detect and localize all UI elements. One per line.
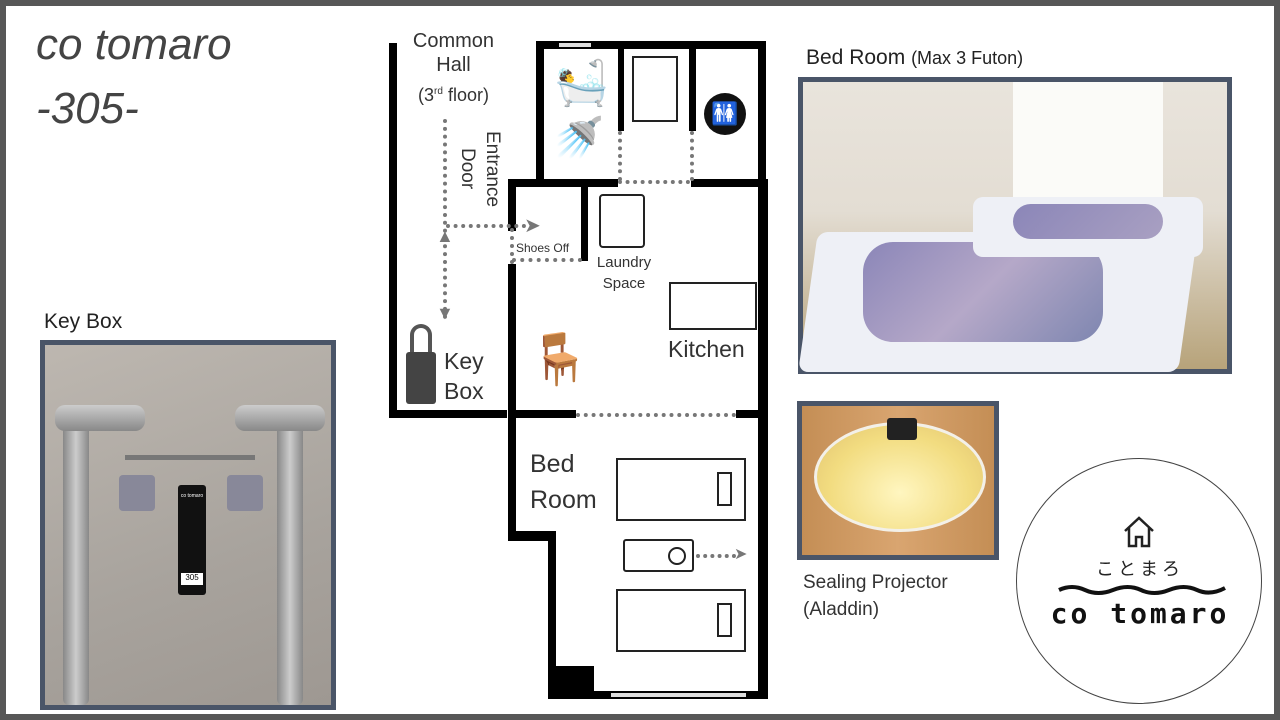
keybox-device: co tomaro 305: [178, 485, 206, 595]
cotomaro-logo: ことまろ co tomaro: [1016, 458, 1262, 704]
arrow-up-icon: ▲: [436, 226, 454, 246]
house-icon: [1122, 515, 1156, 549]
washing-machine-icon: [599, 194, 645, 248]
dining-table-icon: 🪑: [528, 331, 591, 387]
wave-line: [1058, 585, 1226, 595]
arrow-right-icon: ➤: [734, 546, 748, 563]
entrance-label: Entrance: [481, 131, 503, 208]
key-box-icon: [406, 324, 436, 404]
arrow-right-icon: ➤: [524, 215, 541, 237]
bedroom-photo-label: Bed Room (Max 3 Futon): [806, 46, 1024, 69]
arrow-down-icon: ▼: [436, 303, 454, 323]
kitchen-label: Kitchen: [668, 336, 745, 362]
projector-icon: [623, 539, 694, 572]
logo-japanese: ことまろ: [1096, 559, 1184, 579]
keybox-photo: co tomaro 305: [40, 340, 336, 710]
futon-2: [616, 589, 746, 652]
keybox-number: 305: [181, 573, 203, 585]
floor-note: (3rd floor): [418, 85, 489, 105]
keybox-tag-text: co tomaro: [180, 493, 204, 499]
restroom-icon: 🚻: [704, 93, 746, 135]
sink-vanity-icon: [632, 56, 678, 122]
futon-1: [616, 458, 746, 521]
door-label: Door: [456, 148, 478, 190]
keybox-photo-label: Key Box: [44, 310, 123, 333]
title-name: co tomaro: [36, 20, 232, 69]
bathtub-icon: 🛀: [554, 59, 609, 108]
logo-text: co tomaro: [1050, 597, 1230, 630]
shower-icon: 🚿: [554, 116, 604, 160]
projector-photo: [797, 401, 999, 560]
bedroom-photo: [798, 77, 1232, 374]
projector-photo-label: Sealing Projector(Aladdin): [803, 572, 948, 620]
laundry-label: Laundry Space: [596, 254, 652, 292]
shoes-off-label: Shoes Off: [516, 241, 570, 255]
title-room-number: -305-: [36, 84, 139, 133]
kitchen-stove-icon: [669, 282, 757, 330]
common-hall-label: Common Hall: [412, 30, 495, 76]
